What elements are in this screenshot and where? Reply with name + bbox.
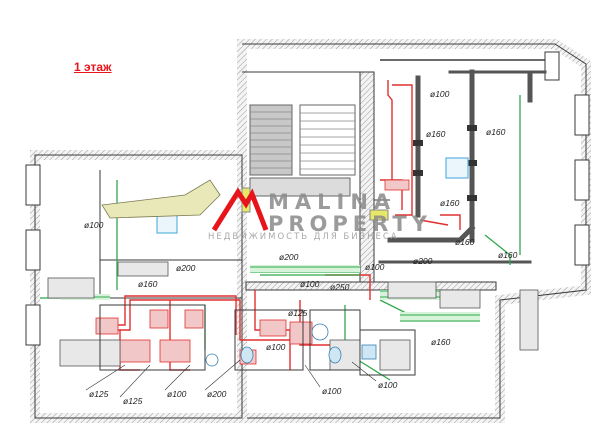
duct-label: ø160 [440, 198, 460, 208]
duct-label: ø160 [498, 250, 518, 260]
furniture [101, 179, 221, 219]
duct-label: ø100 [266, 342, 286, 352]
duct-label: ø100 [378, 380, 398, 390]
duct-label: ø100 [322, 386, 342, 396]
malina-logo-icon [211, 187, 269, 232]
duct-label: ø200 [207, 389, 227, 399]
brand-line-1: MALINA [268, 190, 397, 214]
duct-label: ø100 [430, 89, 450, 99]
duct-label: ø100 [167, 389, 187, 399]
watermark-brand: MALINA PROPERTY НЕДВИЖИМОСТЬ ДЛЯ БИЗНЕСА [208, 190, 432, 242]
floor-title: 1 этаж [74, 60, 112, 74]
inner-walls [45, 59, 545, 299]
duct-label: ø125 [288, 308, 308, 318]
duct-label: ø200 [413, 256, 433, 266]
duct-diameter-labels: ø100 ø160 ø160 ø100 ø160 ø160 ø160 ø200 … [84, 89, 518, 406]
duct-label: ø160 [431, 337, 451, 347]
brand-line-2: PROPERTY [268, 212, 432, 236]
label-leaders [85, 359, 377, 398]
duct-label: ø100 [84, 220, 104, 230]
duct-label: ø100 [365, 262, 385, 272]
duct-label: ø160 [455, 237, 475, 247]
duct-label: ø125 [89, 389, 109, 399]
fan-coil [369, 209, 389, 221]
duct-label: ø250 [330, 282, 350, 292]
duct-label: ø200 [279, 252, 299, 262]
outer-walls [25, 39, 591, 423]
duct-label: ø160 [138, 279, 158, 289]
sanitary [205, 323, 377, 367]
duct-label: ø160 [426, 129, 446, 139]
brand-tagline: НЕДВИЖИМОСТЬ ДЛЯ БИЗНЕСА [208, 232, 399, 242]
duct-label: ø200 [176, 263, 196, 273]
main-duct-dampers [413, 125, 477, 201]
duct-label: ø100 [300, 279, 320, 289]
room-partitions [99, 304, 416, 376]
duct-label: ø125 [123, 396, 143, 406]
duct-label: ø160 [486, 127, 506, 137]
main-exhaust-duct [378, 69, 547, 264]
rooms-fixtures [47, 261, 539, 371]
stairwell [249, 104, 356, 197]
